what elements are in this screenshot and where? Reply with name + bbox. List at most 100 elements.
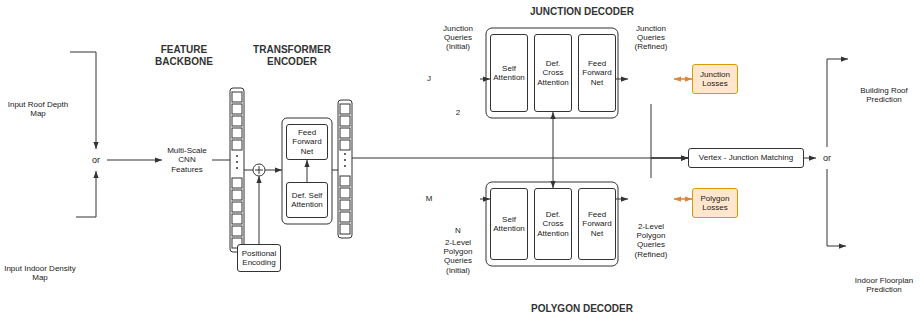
- token-cell: [340, 116, 350, 126]
- connector-arrow: [827, 169, 846, 246]
- query-stack: 2-Level Polygon Queries (Refined): [628, 178, 674, 264]
- token-cell: [232, 140, 242, 150]
- token-cell: [232, 214, 242, 224]
- connector-arrow: [553, 112, 554, 188]
- node-text: 2-Level Polygon Queries (Initial): [436, 238, 480, 275]
- connector-arrow: [616, 199, 628, 200]
- token-cell: [340, 128, 350, 138]
- query-cell: [448, 68, 457, 77]
- query-cell: [631, 200, 638, 207]
- query-cell: [447, 210, 454, 217]
- room-outline: [42, 178, 60, 202]
- connector-arrow: [651, 158, 688, 178]
- query-row: [436, 199, 480, 208]
- query-row: [436, 189, 480, 198]
- ellipsis-dot: [662, 203, 663, 204]
- query-row: [629, 179, 673, 188]
- or-junction: or: [816, 147, 838, 169]
- query-cell: [641, 92, 650, 101]
- node-text: or: [816, 153, 838, 163]
- ellipsis-dot: [469, 193, 470, 194]
- query-cell: [448, 92, 457, 101]
- node-text: Feed Forward Net: [580, 210, 614, 238]
- module-panel: JUNCTION DECODERJunction Queries (Initia…: [423, 2, 741, 140]
- loss-box: Junction Losses: [692, 64, 738, 94]
- query-cell: [664, 210, 671, 217]
- query-cell: [438, 190, 445, 197]
- output-image: Indoor Floorplan Prediction: [846, 192, 922, 300]
- node-text: Input Indoor Density Map: [4, 264, 76, 282]
- token-cell: [232, 128, 242, 138]
- query-row: [629, 199, 673, 208]
- query-row: [639, 79, 663, 90]
- query-stack: Junction Queries (Initial): [436, 22, 480, 118]
- ellipsis-dot: [657, 203, 658, 204]
- node-text: Self Attention: [492, 215, 526, 233]
- ellipsis-dot: [236, 167, 238, 169]
- query-cell: [649, 210, 656, 217]
- connector-arrow: [480, 199, 490, 200]
- dimension-label: J: [427, 74, 431, 83]
- token-cell: [232, 92, 242, 102]
- node-text: or: [85, 155, 107, 165]
- room-polygon: [894, 196, 916, 220]
- node-text: Junction Queries (Refined): [628, 24, 674, 52]
- dimension-bracket: [446, 104, 470, 107]
- node-text: Def. Cross Attention: [536, 210, 570, 238]
- node-text: Polygon Losses: [694, 194, 736, 212]
- panel-title: FEATURE BACKBONE: [149, 44, 219, 67]
- query-cell: [640, 190, 647, 197]
- node-text: Junction Losses: [694, 70, 736, 88]
- ellipsis-dot: [662, 183, 663, 184]
- panel-title: POLYGON DECODER: [426, 303, 738, 315]
- input-image: Input Indoor Density Map: [4, 172, 76, 296]
- node-text: Building Roof Prediction: [848, 86, 920, 104]
- flow-line: [265, 170, 282, 171]
- query-cell: [631, 210, 638, 217]
- sum-symbol: [253, 164, 265, 176]
- room-polygon: [874, 228, 892, 246]
- ellipsis-dot: [659, 213, 660, 214]
- ellipsis-dot: [344, 153, 346, 155]
- query-cell: [447, 200, 454, 207]
- ellipsis-dot: [236, 161, 238, 163]
- query-cell: [459, 68, 468, 77]
- process-box: Vertex - Junction Matching: [688, 148, 804, 168]
- query-cell: [640, 200, 647, 207]
- roof-shape: [16, 14, 58, 70]
- query-cell: [459, 56, 468, 65]
- loss-box: Polygon Losses: [692, 188, 738, 218]
- query-row: [436, 209, 480, 218]
- token-cell: [340, 212, 350, 222]
- query-cell: [471, 180, 478, 187]
- query-cell: [652, 68, 661, 77]
- token-cell: [232, 190, 242, 200]
- query-cell: [438, 200, 445, 207]
- connector-arrow: [674, 198, 692, 200]
- room-outline: [20, 232, 38, 256]
- process-box: Positional Encoding: [237, 244, 281, 272]
- query-row: [639, 91, 663, 102]
- label-holder: M: [426, 194, 433, 203]
- dimension-label: N: [455, 226, 461, 235]
- flow-line: [244, 170, 253, 171]
- attention-box: Def. Cross Attention: [534, 188, 572, 260]
- node-text: Input Roof Depth Map: [6, 100, 70, 118]
- query-cell: [456, 180, 463, 187]
- query-row: [446, 79, 470, 90]
- node-text: Positional Encoding: [239, 249, 279, 267]
- query-cell: [447, 180, 454, 187]
- node-text: Multi-Scale CNN Features: [165, 146, 209, 174]
- attention-box: Def. Cross Attention: [534, 34, 572, 112]
- panel-ground: [147, 41, 222, 292]
- token-cell: [232, 178, 242, 188]
- output-image: Building Roof Prediction: [848, 8, 920, 110]
- connector-arrow: [616, 79, 628, 80]
- query-cell: [631, 190, 638, 197]
- node-text: Def. Self Attention: [288, 191, 326, 209]
- ellipsis-dot: [659, 183, 660, 184]
- query-cell: [438, 210, 445, 217]
- room-polygon: [852, 228, 872, 256]
- query-row: [446, 55, 470, 66]
